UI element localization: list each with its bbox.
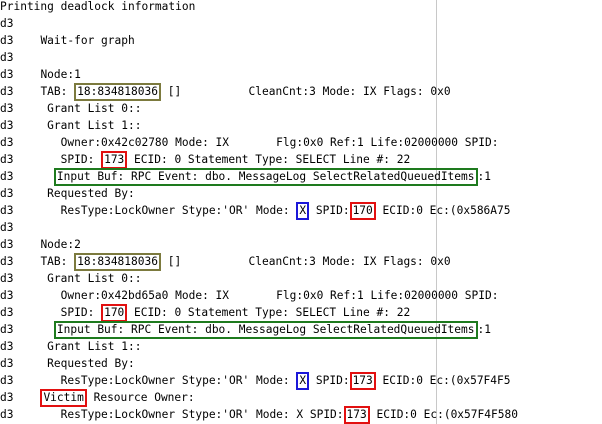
- line-prefix: d3: [0, 204, 14, 217]
- log-line: Printing deadlock information: [0, 0, 195, 15]
- log-header: Printing deadlock information: [0, 0, 196, 13]
- log-line: d3 SPID: 170 ECID: 0 Statement Type: SEL…: [0, 304, 411, 322]
- line-prefix: d3: [0, 255, 14, 268]
- requesting-spid-highlight: 173: [349, 372, 376, 390]
- log-line: d3 Input Buf: RPC Event: dbo. MessageLog…: [0, 168, 491, 186]
- line-prefix: d3: [0, 17, 14, 30]
- input-buffer-suffix: :1: [477, 323, 491, 336]
- log-line: d3 ResType:LockOwner Stype:'OR' Mode: X …: [0, 406, 518, 424]
- log-line: d3 Grant List 0::: [0, 100, 141, 117]
- owner-line: Owner:0x42bd65a0 Mode: IX Flg:0x0 Ref:1 …: [60, 289, 499, 302]
- line-prefix: d3: [0, 153, 14, 166]
- wait-for-graph-label: Wait-for graph: [40, 34, 135, 47]
- log-line: d3 Grant List 1::: [0, 117, 141, 134]
- log-line: d3 Requested By:: [0, 355, 135, 372]
- victim-spid-highlight: 173: [343, 406, 370, 424]
- spid-label: SPID:: [60, 153, 95, 166]
- line-prefix: d3: [0, 34, 14, 47]
- victim-highlight: Victim: [40, 389, 87, 407]
- node-title: Node:1: [40, 68, 81, 81]
- log-line: d3 TAB: 18:834818036 [] CleanCnt:3 Mode:…: [0, 253, 451, 271]
- line-prefix: d3: [0, 323, 14, 336]
- grant-list-label: Grant List 0::: [47, 272, 142, 285]
- line-prefix: d3: [0, 68, 14, 81]
- statement-info: ECID: 0 Statement Type: SELECT Line #: 2…: [127, 306, 411, 319]
- restype-text: ResType:LockOwner Stype:'OR' Mode:: [60, 204, 297, 217]
- spid-label: SPID:: [60, 306, 95, 319]
- grant-list-label: Grant List 0::: [47, 102, 142, 115]
- log-line: d3 Owner:0x42bd65a0 Mode: IX Flg:0x0 Ref…: [0, 287, 498, 304]
- tab-id-highlight: 18:834818036: [74, 83, 161, 101]
- log-line: d3: [0, 15, 13, 32]
- line-prefix: d3: [0, 136, 14, 149]
- line-prefix: d3: [0, 408, 14, 421]
- line-prefix: d3: [0, 187, 14, 200]
- log-line: d3 Node:2: [0, 236, 81, 253]
- log-line: d3 Grant List 0::: [0, 270, 141, 287]
- statement-info: ECID: 0 Statement Type: SELECT Line #: 2…: [127, 153, 411, 166]
- log-line: d3 Grant List 1::: [0, 338, 141, 355]
- column-separator: [436, 0, 437, 424]
- line-prefix: d3: [0, 374, 14, 387]
- requested-by-label: Requested By:: [47, 357, 135, 370]
- line-prefix: d3: [0, 391, 14, 404]
- line-prefix: d3: [0, 170, 14, 183]
- requesting-spid-highlight: 170: [349, 202, 376, 220]
- line-prefix: d3: [0, 85, 14, 98]
- restype-spid-label: SPID:: [309, 204, 350, 217]
- tab-label: TAB:: [40, 85, 68, 98]
- node-title: Node:2: [40, 238, 81, 251]
- tab-label: TAB:: [40, 255, 68, 268]
- input-buffer-suffix: :1: [477, 170, 491, 183]
- log-line: d3 ResType:LockOwner Stype:'OR' Mode: X …: [0, 202, 511, 220]
- mode-highlight: X: [296, 202, 310, 220]
- line-prefix: d3: [0, 119, 14, 132]
- restype-ecid: ECID:0 Ec:(0x586A75: [375, 204, 511, 217]
- restype-ecid: ECID:0 Ec:(0x57F4F5: [375, 374, 511, 387]
- restype-ecid: ECID:0 Ec:(0x57F4F580: [369, 408, 518, 421]
- line-prefix: d3: [0, 357, 14, 370]
- spid-highlight: 170: [101, 304, 128, 322]
- grant-list-label: Grant List 1::: [47, 119, 142, 132]
- log-line: d3 Victim Resource Owner:: [0, 389, 195, 407]
- spid-highlight: 173: [101, 151, 128, 169]
- log-line: d3 ResType:LockOwner Stype:'OR' Mode: X …: [0, 372, 511, 390]
- log-line: d3: [0, 49, 13, 66]
- log-line: d3 TAB: 18:834818036 [] CleanCnt:3 Mode:…: [0, 83, 451, 101]
- input-buffer-highlight: Input Buf: RPC Event: dbo. MessageLog Se…: [53, 321, 478, 339]
- tab-details: [] CleanCnt:3 Mode: IX Flags: 0x0: [160, 85, 451, 98]
- line-prefix: d3: [0, 221, 14, 234]
- log-line: d3 Owner:0x42c02780 Mode: IX Flg:0x0 Ref…: [0, 134, 498, 151]
- mode-highlight: X: [296, 372, 310, 390]
- line-prefix: d3: [0, 272, 14, 285]
- restype-text: ResType:LockOwner Stype:'OR' Mode:: [60, 374, 297, 387]
- log-line: d3 Requested By:: [0, 185, 135, 202]
- owner-line: Owner:0x42c02780 Mode: IX Flg:0x0 Ref:1 …: [60, 136, 499, 149]
- log-line: d3 Node:1: [0, 66, 81, 83]
- input-buffer-highlight: Input Buf: RPC Event: dbo. MessageLog Se…: [53, 168, 478, 186]
- restype-spid-label: SPID:: [309, 374, 350, 387]
- line-prefix: d3: [0, 289, 14, 302]
- log-line: d3 Wait-for graph: [0, 32, 135, 49]
- victim-resource-owner: Resource Owner:: [86, 391, 195, 404]
- restype-text: ResType:LockOwner Stype:'OR' Mode: X SPI…: [60, 408, 344, 421]
- line-prefix: d3: [0, 306, 14, 319]
- tab-details: [] CleanCnt:3 Mode: IX Flags: 0x0: [160, 255, 451, 268]
- requested-by-label: Requested By:: [47, 187, 135, 200]
- line-prefix: d3: [0, 102, 14, 115]
- line-prefix: d3: [0, 238, 14, 251]
- log-line: d3 SPID: 173 ECID: 0 Statement Type: SEL…: [0, 151, 411, 169]
- tab-id-highlight: 18:834818036: [74, 253, 161, 271]
- line-prefix: d3: [0, 340, 14, 353]
- log-line: d3 Input Buf: RPC Event: dbo. MessageLog…: [0, 321, 491, 339]
- grant-list-label: Grant List 1::: [47, 340, 142, 353]
- line-prefix: d3: [0, 51, 14, 64]
- log-line: d3: [0, 219, 13, 236]
